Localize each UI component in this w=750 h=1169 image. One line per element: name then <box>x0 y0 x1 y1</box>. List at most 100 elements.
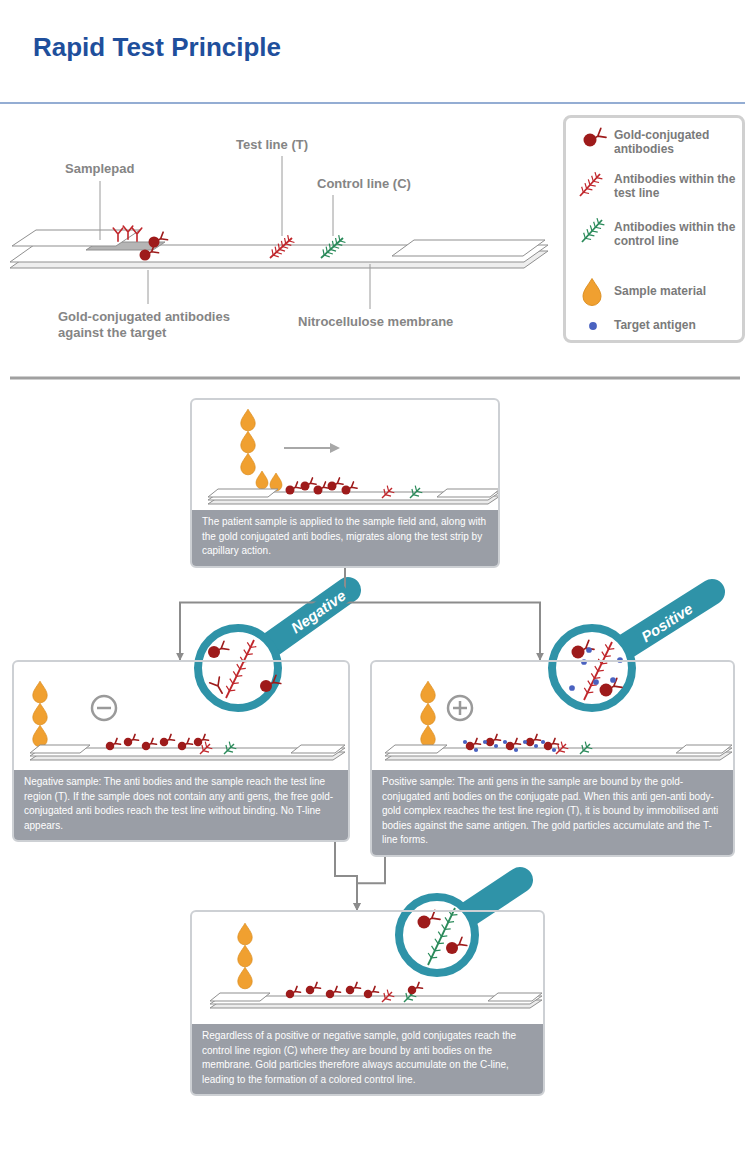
sample-drop <box>33 703 47 725</box>
absorbent-pad <box>488 993 542 1001</box>
gold-particle <box>140 250 151 261</box>
antibody-symbol <box>576 640 594 656</box>
part-label: Control line (C) <box>317 176 411 192</box>
antigen-dot <box>474 748 478 752</box>
leader-line <box>370 264 371 309</box>
antigen-dot <box>503 740 507 744</box>
antibody-line <box>382 488 392 498</box>
antibody-tick <box>412 489 419 496</box>
absorbent-pad <box>676 745 732 753</box>
plus-symbol <box>448 696 472 720</box>
antibody-tick <box>435 939 444 944</box>
panel-caption: Negative sample: The anti bodies and the… <box>14 770 348 840</box>
magnifier-tag: Negative <box>284 583 353 639</box>
antibody-symbol <box>304 478 316 489</box>
antibody-symbol <box>144 245 159 259</box>
part-label: Samplepad <box>65 161 134 177</box>
flow-connector <box>357 857 385 911</box>
sample-drop <box>238 967 252 989</box>
antibody-symbol <box>109 738 120 749</box>
antibody-symbol <box>123 226 133 239</box>
antibody-tick <box>237 664 246 669</box>
leader-line <box>282 156 283 236</box>
flow-connector <box>335 842 357 910</box>
antibody-symbol <box>127 734 138 745</box>
antibody-tick <box>387 486 394 493</box>
antibody-symbol <box>210 677 227 696</box>
antibody-line <box>584 642 612 700</box>
antibody-tick <box>582 745 589 752</box>
magnifier-tag: Positive <box>634 596 699 648</box>
antibody-tick <box>229 742 236 749</box>
antibody-symbol <box>451 937 467 952</box>
antibody-tick <box>428 953 437 958</box>
page-title: Rapid Test Principle <box>33 32 281 63</box>
antibody-tick <box>558 745 565 752</box>
antibody-symbol <box>588 128 606 144</box>
part-label: Test line (T) <box>236 137 308 153</box>
legend-text: Sample material <box>614 284 740 298</box>
sample-pad <box>210 993 270 1001</box>
antibody-tick <box>592 176 599 183</box>
antibody-tick <box>205 742 212 749</box>
flow-arrow-head <box>330 443 340 453</box>
magnifier-lens <box>198 628 278 708</box>
antibody-line <box>410 488 420 498</box>
antibody-symbol <box>489 734 500 745</box>
leader-line <box>100 181 101 240</box>
antibody-symbol <box>331 478 343 489</box>
antibody-symbol <box>411 982 422 993</box>
antigen-dot <box>514 748 518 752</box>
antibody-symbol <box>422 910 440 926</box>
antibody-line <box>382 992 392 1002</box>
antibody-tick <box>585 742 592 749</box>
antigen-dot <box>463 740 467 744</box>
absorbent-pad <box>291 745 345 753</box>
antibody-symbol <box>547 738 558 749</box>
antibody-symbol <box>145 738 156 749</box>
antibody-tick <box>585 183 592 190</box>
antibody-tick <box>226 745 233 752</box>
panel-caption: Positive sample: The anti gens in the sa… <box>372 770 733 855</box>
sample-drop <box>241 431 255 453</box>
gold-particle <box>584 134 597 147</box>
sample-pad <box>385 745 447 753</box>
antibody-symbol <box>213 641 229 656</box>
plus-sign <box>459 701 462 715</box>
antibody-tick <box>445 917 454 922</box>
antigen-dot <box>483 740 487 744</box>
antibody-tick <box>226 686 235 691</box>
gold-particle <box>572 646 585 659</box>
panel-caption: The patient sample is applied to the sam… <box>192 510 498 566</box>
gold-particle <box>600 684 613 697</box>
leader-line <box>148 270 149 304</box>
antibody-symbol <box>509 738 520 749</box>
antibody-symbol <box>329 986 340 997</box>
antibody-symbol <box>181 738 192 749</box>
gold-particle <box>446 942 458 954</box>
section-divider <box>10 377 740 380</box>
panel-picture-area <box>192 400 498 510</box>
gold-particle <box>260 680 272 692</box>
step-panel: Positive sample: The anti gens in the sa… <box>370 660 735 857</box>
header-rule <box>0 102 745 103</box>
legend-text: Gold-conjugated antibodies <box>614 128 740 157</box>
part-label: Nitrocellulose membrane <box>298 314 453 330</box>
antigen-dot <box>534 744 538 748</box>
antibody-line <box>226 640 254 698</box>
antibody-symbol <box>309 982 320 993</box>
sample-drop <box>421 681 435 703</box>
antibody-line <box>224 744 234 754</box>
antibody-tick <box>244 650 253 655</box>
antibody-symbol <box>529 734 540 745</box>
magnifier-handle <box>469 880 520 914</box>
gold-particle <box>149 237 160 248</box>
sample-drop <box>238 923 252 945</box>
sample-drop <box>33 681 47 703</box>
antibody-tick <box>432 946 441 951</box>
panel-picture-area <box>14 662 348 770</box>
antibody-line <box>556 744 566 754</box>
antibody-line <box>580 744 590 754</box>
antigen-dot <box>593 679 599 685</box>
leader-line <box>333 195 334 236</box>
